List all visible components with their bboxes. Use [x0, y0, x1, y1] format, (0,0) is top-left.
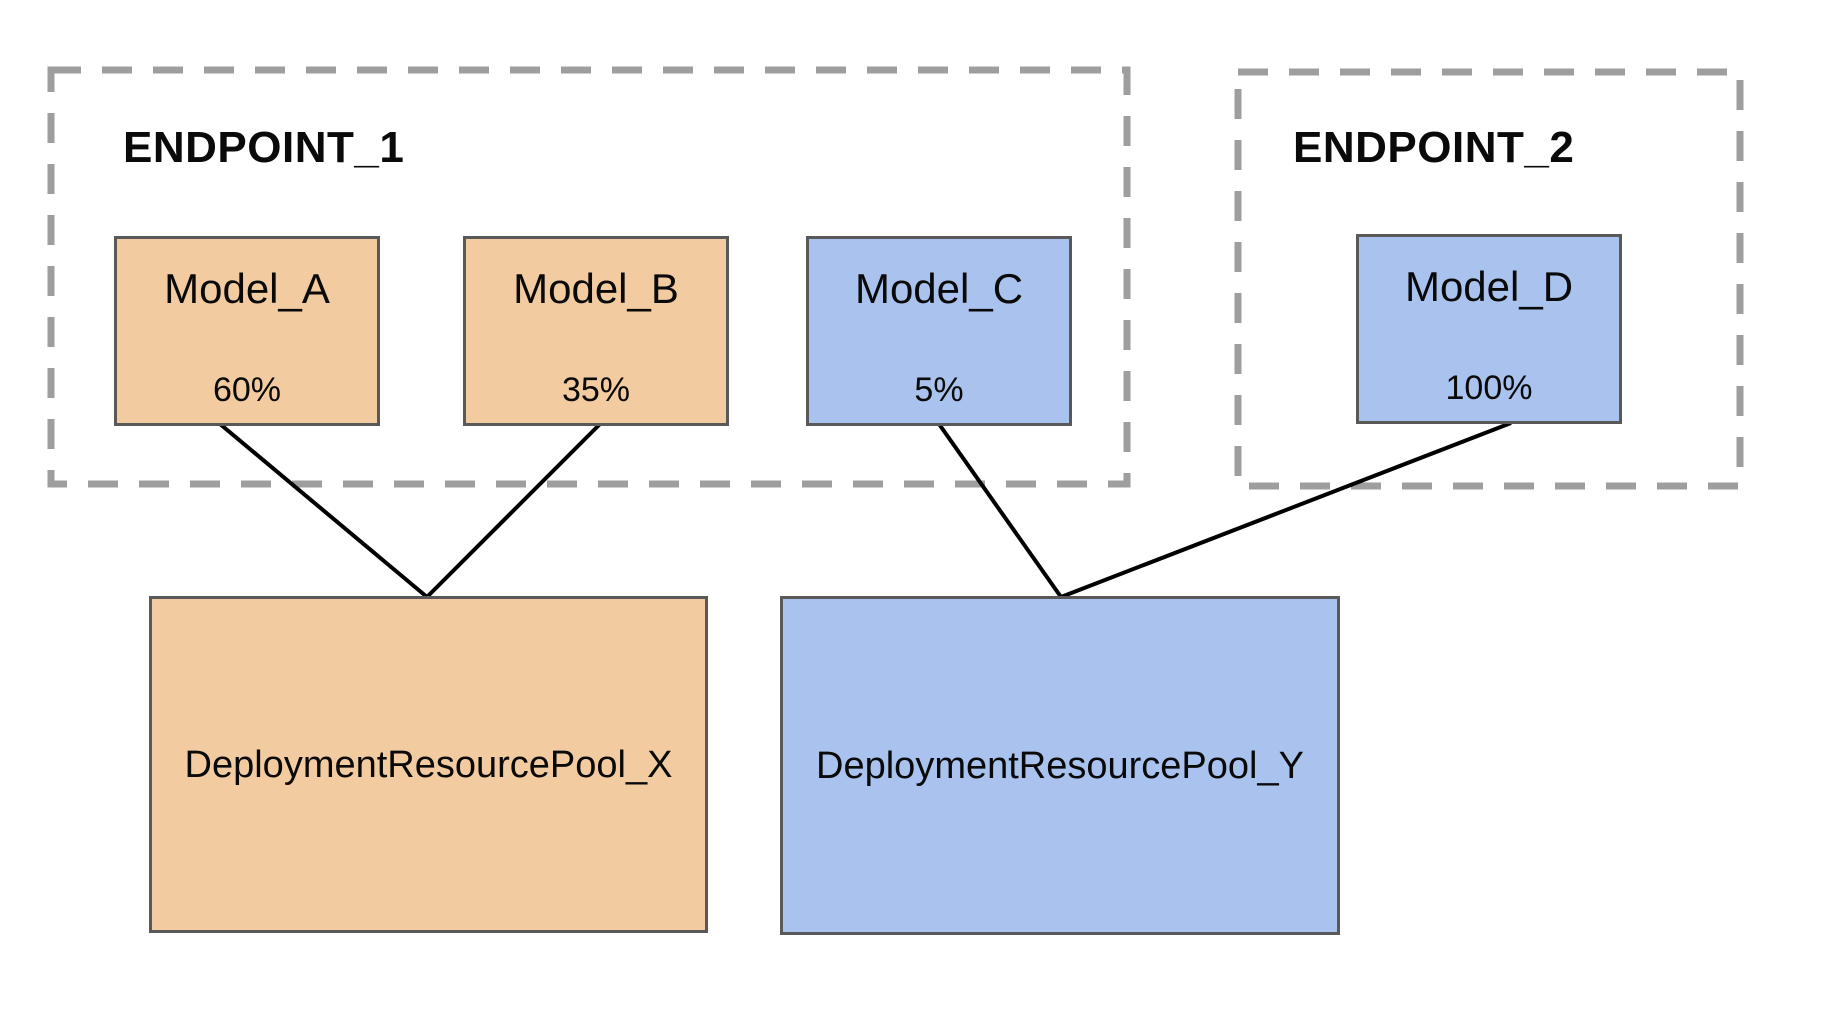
model-d-traffic-split: 100%: [1445, 369, 1533, 407]
edge-model-a-to-pool-x: [218, 422, 429, 599]
model-b-label: Model_B: [513, 265, 679, 312]
endpoint-2-title: ENDPOINT_2: [1293, 123, 1575, 172]
model-a-node: Model_A 60%: [114, 236, 380, 426]
model-c-label: Model_C: [854, 265, 1024, 312]
model-a-traffic-split: 60%: [212, 371, 282, 409]
deployment-resource-pool-y-label: DeploymentResourcePool_Y: [816, 744, 1304, 787]
model-c-traffic-split: 5%: [914, 371, 964, 409]
model-d-label: Model_D: [1404, 263, 1574, 310]
model-c-node: Model_C 5%: [806, 236, 1072, 426]
deployment-resource-pool-y-node: DeploymentResourcePool_Y: [780, 596, 1340, 935]
model-b-node: Model_B 35%: [463, 236, 729, 426]
endpoint-1-boundary: [47, 66, 1131, 488]
edge-model-c-to-pool-y: [937, 422, 1063, 599]
model-a-label: Model_A: [164, 265, 330, 312]
model-b-traffic-split: 35%: [561, 371, 631, 409]
deployment-resource-pool-x-label: DeploymentResourcePool_X: [184, 743, 673, 786]
edge-model-b-to-pool-x: [425, 422, 602, 599]
edge-model-d-to-pool-y: [1060, 421, 1512, 599]
endpoint-1-title: ENDPOINT_1: [123, 123, 405, 172]
model-d-node: Model_D 100%: [1356, 234, 1622, 424]
deployment-resource-pool-x-node: DeploymentResourcePool_X: [149, 596, 708, 933]
